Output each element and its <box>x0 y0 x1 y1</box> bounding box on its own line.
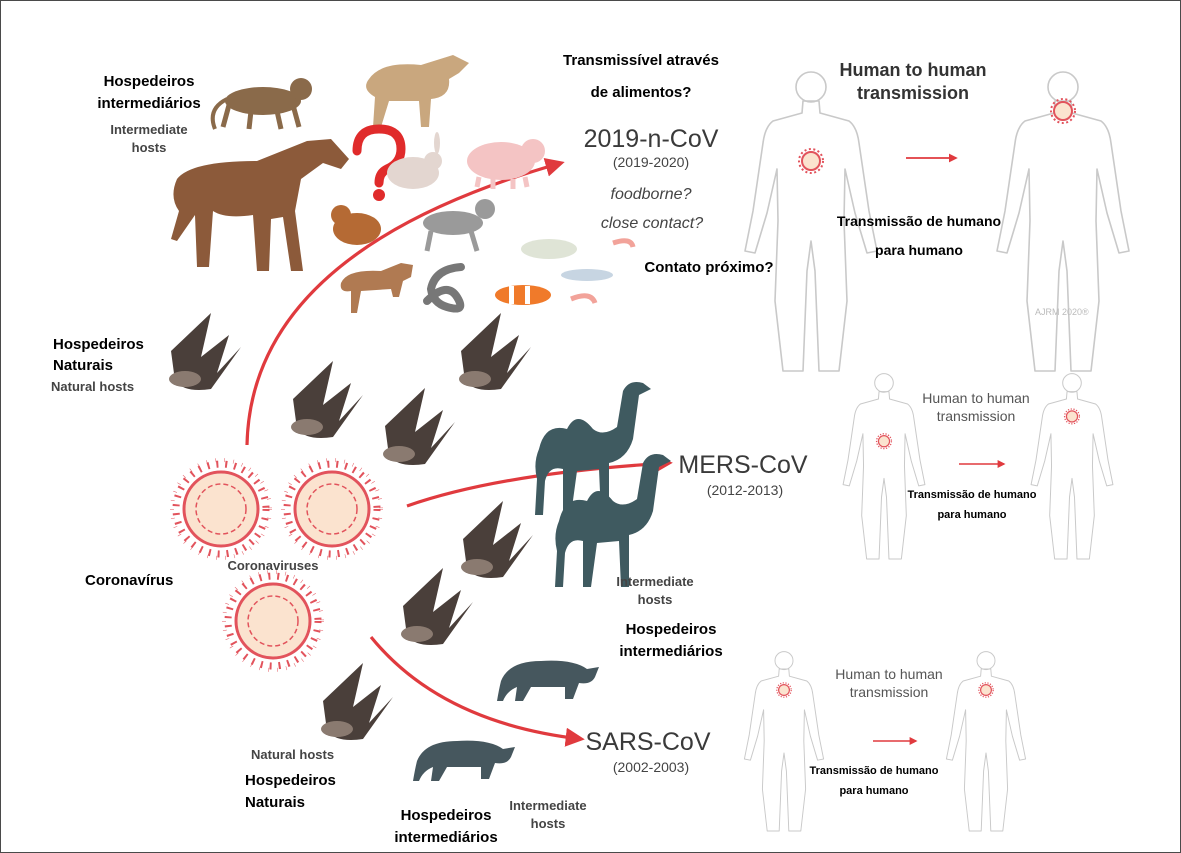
clownfish-icon <box>495 285 551 305</box>
h2h-pt-sars: Transmissão de humano para humano <box>799 761 949 801</box>
label-line: Intermediate <box>493 797 603 815</box>
bat-icon <box>461 501 533 578</box>
natural-hosts-label-pt-mid: Hospedeiros Naturais <box>53 334 144 376</box>
label-line: transmission <box>819 683 959 701</box>
label-line: para humano <box>799 781 949 801</box>
label-line: Naturais <box>245 792 336 814</box>
h2h-title-sars: Human to human transmission <box>819 665 959 701</box>
label-line: Naturais <box>53 355 144 376</box>
h2h-title-ncov: Human to human transmission <box>833 59 993 105</box>
human-figure-target-ncov <box>997 72 1129 371</box>
coyote-icon <box>366 55 469 127</box>
label-line: Intermediate <box>605 573 705 591</box>
label-line: intermediários <box>89 93 209 115</box>
label-line: para humano <box>829 236 1009 265</box>
horse-icon <box>171 139 349 271</box>
macaque-icon <box>423 199 495 251</box>
coronavirus-particle <box>172 460 270 558</box>
copyright-note: AJRM 2020® <box>1035 307 1089 317</box>
h2h-pt-ncov: Transmissão de humano para humano <box>829 207 1009 265</box>
intermediate-hosts-label-en-bottom: Intermediate hosts <box>493 797 603 833</box>
human-figure-target-mers <box>1031 374 1113 559</box>
mers-title: MERS-CoV <box>673 451 813 479</box>
label-line: Hospedeiros <box>381 805 511 827</box>
coronavirus-label-pt: Coronavírus <box>85 570 173 592</box>
natural-hosts-label-en-mid: Natural hosts <box>51 378 134 396</box>
label-line: hosts <box>493 815 603 833</box>
h2h-pt-mers: Transmissão de humano para humano <box>897 485 1047 525</box>
sars-years: (2002-2003) <box>591 758 711 776</box>
label-line: transmission <box>833 82 993 105</box>
label-line: transmission <box>911 407 1041 425</box>
sars-title: SARS-CoV <box>583 728 713 756</box>
bat-icon <box>383 388 455 465</box>
label-line: para humano <box>897 505 1047 525</box>
arrow-to-sars <box>371 637 581 739</box>
ncov-title: 2019-n-CoV <box>571 125 731 153</box>
intermediate-hosts-label-pt-bottom: Hospedeiros intermediários <box>381 805 511 849</box>
fish-icon <box>521 239 613 281</box>
h2h-title-mers: Human to human transmission <box>911 389 1041 425</box>
slow-loris-icon <box>331 205 381 245</box>
label-line: Intermediate <box>99 121 199 139</box>
intermediate-hosts-label-en-top: Intermediate hosts <box>99 121 199 157</box>
intermediate-hosts-label-pt-top: Hospedeiros intermediários <box>89 71 209 115</box>
label-line: Hospedeiros <box>245 770 336 792</box>
label-line: Transmissão de humano <box>799 761 949 781</box>
ncov-foodborne-question: foodborne? <box>581 183 721 207</box>
mers-years: (2012-2013) <box>685 481 805 499</box>
coronavirus-particle <box>283 460 381 558</box>
human-figure-source-sars <box>744 652 823 831</box>
label-line: Human to human <box>911 389 1041 407</box>
foodborne-question-pt: Transmissível através de alimentos? <box>535 45 747 109</box>
bat-icon <box>321 663 393 740</box>
bat-icon <box>459 313 531 390</box>
goat-icon <box>341 263 413 313</box>
label-line: Transmissão de humano <box>897 485 1047 505</box>
label-line: Transmissão de humano <box>829 207 1009 236</box>
civet-icon <box>497 661 599 701</box>
coronaviruses-label-en: Coronaviruses <box>213 557 333 575</box>
civet-icon <box>413 741 515 781</box>
natural-hosts-label-pt-bottom: Hospedeiros Naturais <box>245 770 336 814</box>
bat-icon <box>291 361 363 438</box>
label-line: Human to human <box>833 59 993 82</box>
ncov-close-contact-question: close contact? <box>577 212 727 236</box>
label-line: Hospedeiros <box>53 334 144 355</box>
close-contact-pt: Contato próximo? <box>629 257 789 279</box>
label-line: de alimentos? <box>535 77 747 109</box>
label-line: Transmissível através <box>535 45 747 77</box>
label-line: hosts <box>605 591 705 609</box>
natural-hosts-label-en-bottom: Natural hosts <box>251 746 334 764</box>
intermediate-hosts-label-pt-mers: Hospedeiros intermediários <box>601 619 741 663</box>
ncov-years: (2019-2020) <box>591 153 711 171</box>
bat-icon <box>401 568 473 645</box>
label-line: Hospedeiros <box>601 619 741 641</box>
label-line: Human to human <box>819 665 959 683</box>
bat-icon <box>169 313 241 390</box>
label-line: Hospedeiros <box>89 71 209 93</box>
intermediate-hosts-label-en-mers: Intermediate hosts <box>605 573 705 609</box>
snake-icon <box>427 267 461 309</box>
coronavirus-particle <box>224 572 322 670</box>
label-line: intermediários <box>381 827 511 849</box>
label-line: intermediários <box>601 641 741 663</box>
monkey-icon <box>213 78 312 129</box>
label-line: hosts <box>99 139 199 157</box>
